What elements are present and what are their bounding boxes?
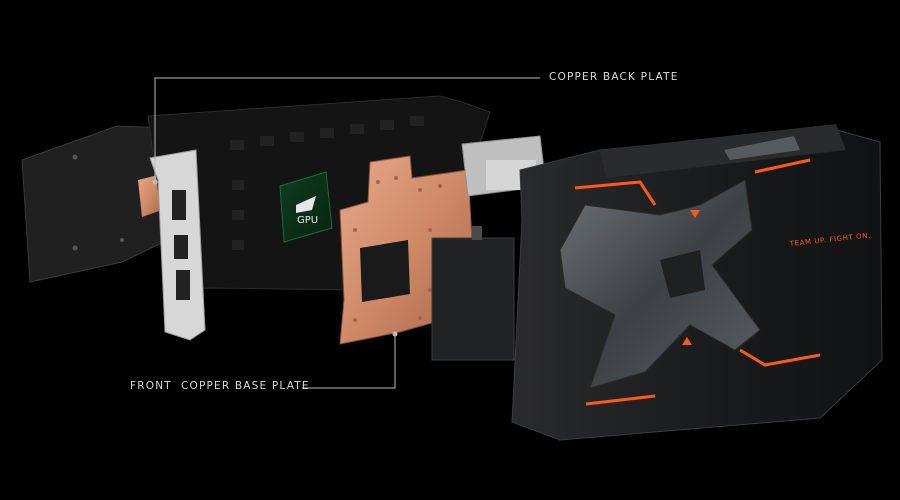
- back-plate-leader: [154, 77, 540, 180]
- copper-back-plate-label: COPPER BACK PLATE: [549, 71, 679, 83]
- io-bracket: [149, 149, 206, 341]
- aorus-shroud: TEAM UP. FIGHT ON.: [511, 124, 883, 441]
- copper-back-plate: [138, 175, 162, 217]
- pump-block: [431, 226, 515, 361]
- front-copper-base-plate-label: FRONT COPPER BASE PLATE: [130, 380, 310, 392]
- front-plate-leader: [302, 336, 396, 389]
- triangle-down-icon: [690, 210, 700, 218]
- orange-accent-lines: [574, 158, 821, 406]
- callout-leader-lines: [152, 77, 540, 389]
- gpu-chip-label: GPU: [297, 215, 318, 226]
- x-emblem: [559, 179, 761, 389]
- triangle-up-icon: [682, 337, 692, 345]
- gpu-chip: GPU: [279, 171, 333, 243]
